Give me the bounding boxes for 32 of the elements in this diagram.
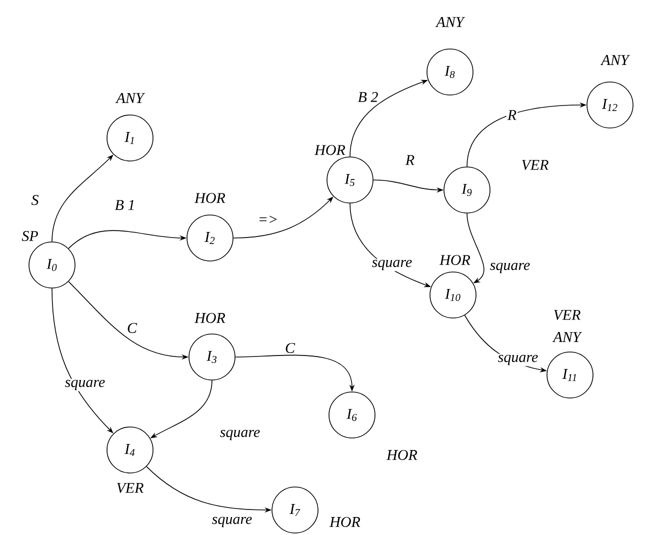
arrow — [52, 154, 114, 242]
state-tag: HOR — [314, 144, 346, 156]
state-tag: VER — [117, 482, 144, 493]
edge-label: => — [256, 214, 280, 226]
edge-label: square — [210, 516, 254, 528]
edge-label: B 2 — [356, 91, 380, 103]
state-tag: ANY — [115, 93, 146, 103]
state-tag: SP — [22, 230, 38, 242]
edge-label: R — [506, 109, 518, 121]
edge-label: C — [284, 342, 296, 354]
edge-label: R — [404, 154, 416, 166]
state-tag: HOR — [386, 450, 418, 460]
state-tag: HOR — [194, 312, 226, 324]
state-tag: VER — [522, 160, 548, 170]
edge-label: square — [370, 258, 414, 272]
edge-label: B 1 — [114, 199, 136, 211]
edge-label: square — [496, 354, 540, 366]
arrow — [466, 212, 484, 284]
edge-label: square — [218, 428, 262, 442]
state-tag: ANY — [435, 17, 466, 27]
state-tag: ANY — [552, 332, 582, 342]
arrow — [52, 288, 114, 434]
arrow — [233, 196, 334, 238]
state-tag: ANY — [600, 55, 630, 65]
edge-label: C — [126, 322, 138, 334]
state-tag: HOR — [194, 192, 226, 204]
state-tag: HOR — [329, 516, 360, 528]
edge-label: S — [30, 194, 40, 206]
edge-label: square — [64, 378, 106, 392]
state-tag: HOR — [439, 254, 470, 266]
edge-label: square — [488, 262, 532, 274]
state-tag: VER — [554, 310, 580, 320]
